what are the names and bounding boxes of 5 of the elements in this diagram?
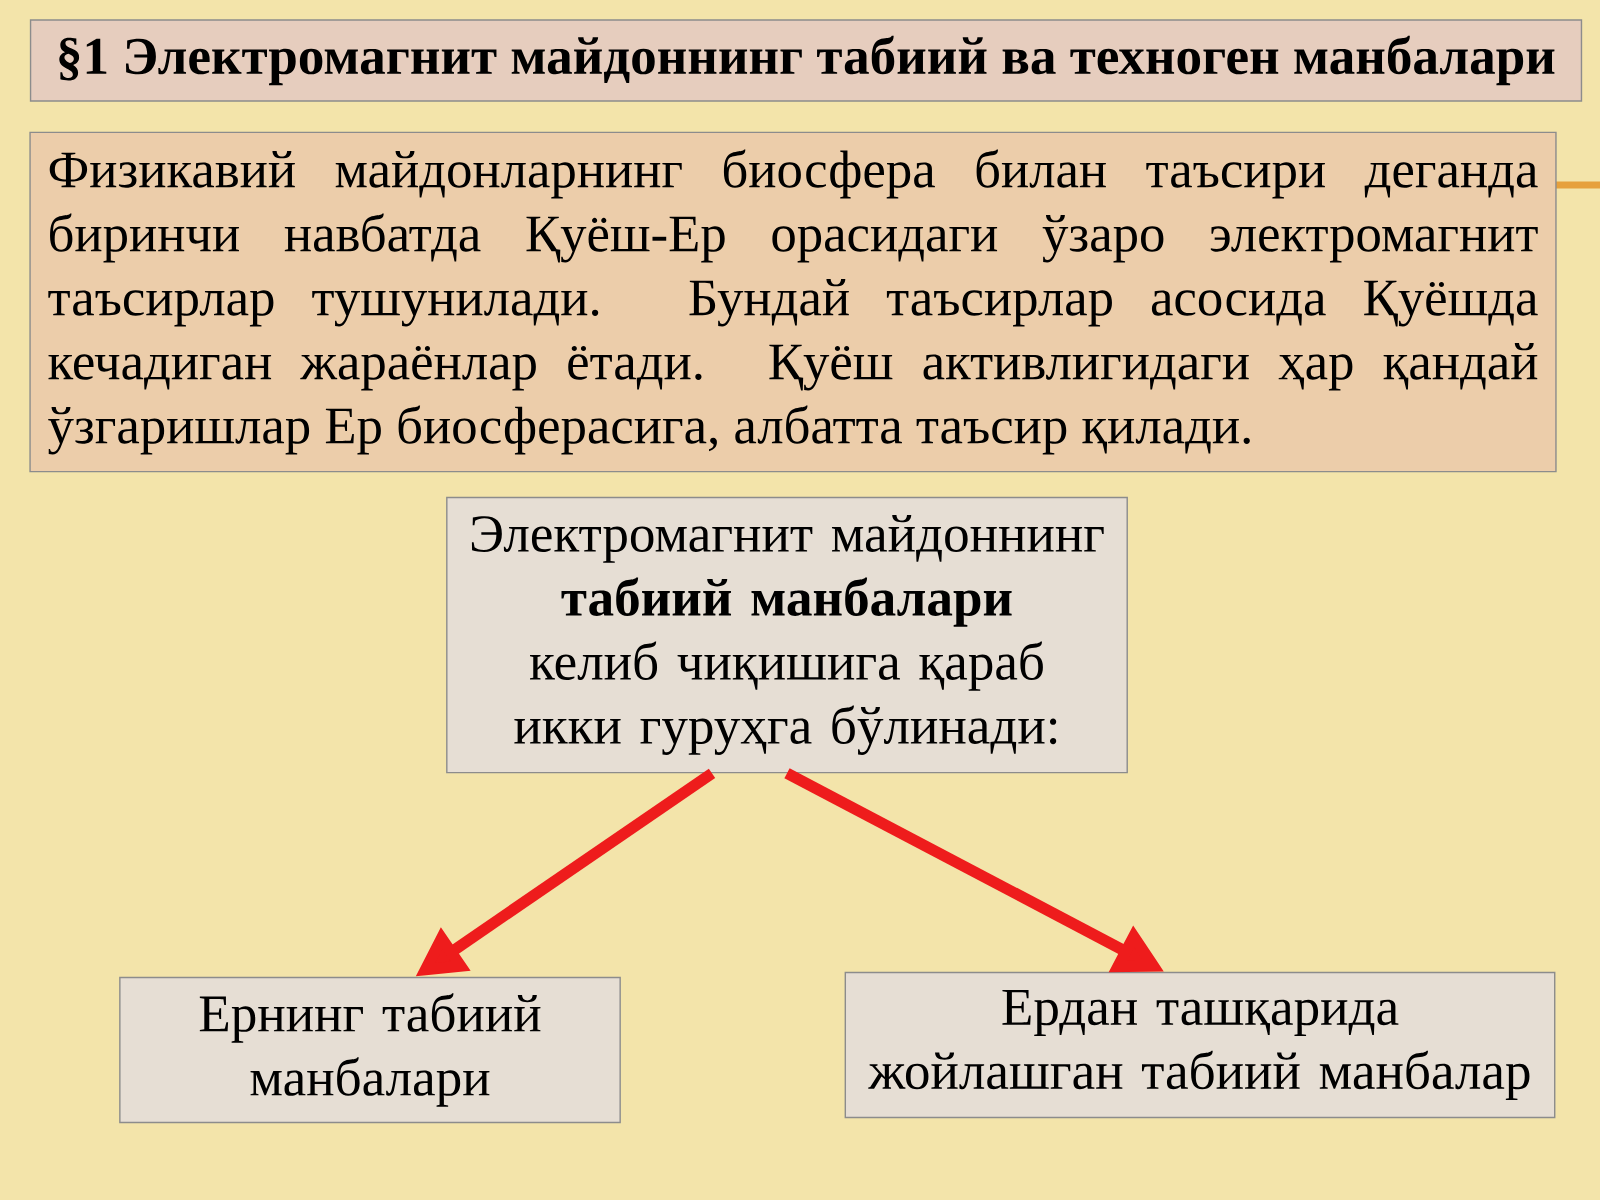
process-box: Ердан ташқарида жойлашган табиий манбалар [844,971,1556,1119]
text-box: Физикавий майдонларнинг биосфера билан таъсири деганда биринчи навбатда Қуёш-Ер орасидаги ўзаро электромагнит таъсирлар тушунилади. Бундай таъсирлар асосида Қуёшда кечадиган жараёнлар ётади. Қуёш активлигидаги ҳар қандай ўзгаришлар Ер биосферасига, албатта таъсир қилади. [29,131,1557,473]
title-box: §1 Электромагнит майдоннинг табиий ва техноген манбалари [29,19,1583,102]
process-box: Электромагнит майдоннинг табиий манбалари келиб чиқишига қараб икки гуруҳга бўлинади: [446,496,1128,774]
process-box: Ернинг табиий манбалари [119,976,621,1124]
